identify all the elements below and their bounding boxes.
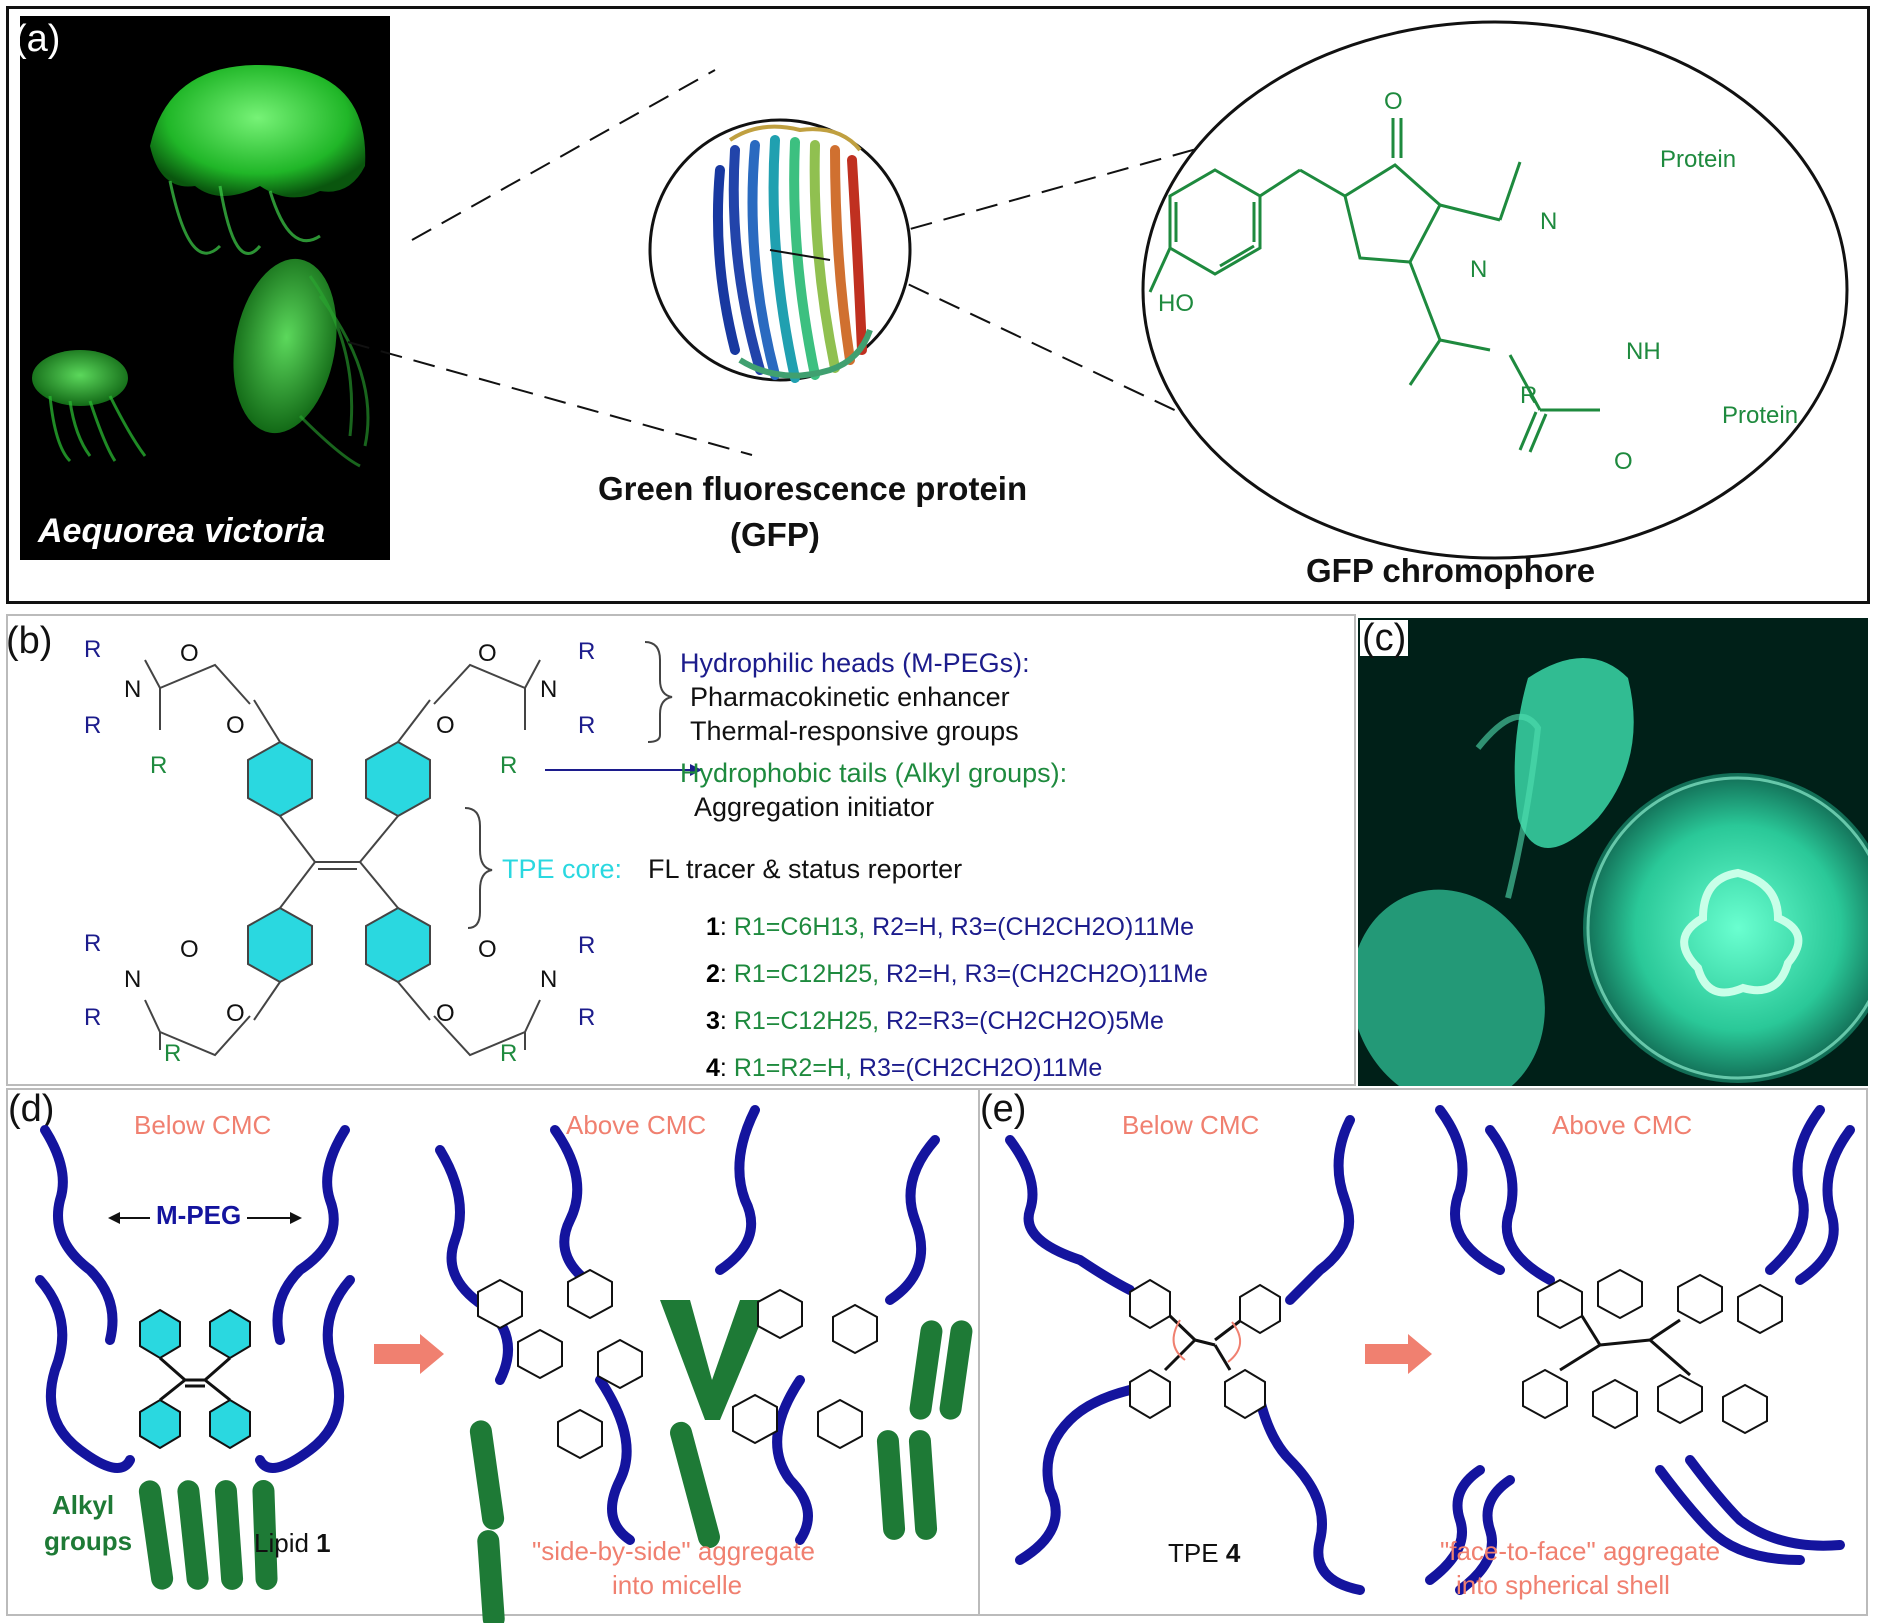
b-r2-br: R [578,932,596,959]
panel-c-photo [1358,618,1868,1086]
compound-r1: R1=C12H25, [733,1007,880,1035]
d-below-cmc: Below CMC [134,1110,272,1140]
d-arrow [374,1334,444,1374]
tails-title: Hydrophobic tails (Alkyl groups): [680,758,1068,788]
panel-a-label: (a) [14,18,61,60]
b-o2-br: O [436,1000,455,1027]
tpe-label: TPE 4 [1168,1538,1240,1569]
lipid-text: Lipid [254,1528,309,1558]
lipid-number: 1 [316,1528,331,1558]
tails-line-1: Aggregation initiator [694,792,935,822]
heads-line-2: Thermal-responsive groups [690,716,1019,746]
protein-label-2: Protein [1722,402,1799,429]
core-title: TPE core: [502,854,623,884]
atom-n-ring: N [1540,208,1558,235]
gfp-barrel-icon [712,124,873,383]
b-o2-bl: O [226,1000,245,1027]
b-o-tl: O [180,640,199,667]
compound-r3: R3=(CH2CH2O)11Me [858,1054,1103,1082]
jellyfish-photo-c [1358,658,1868,1086]
b-r2-tr: R [578,638,596,665]
species-label: Aequorea victoria [38,512,326,550]
tpe-lipid-structure [144,641,702,1057]
b-r3-br: R [578,1004,596,1031]
b-r1-br: R [500,1040,518,1067]
compound-r1: R1=C12H25, [733,960,880,988]
panel-c-label: (c) [1360,617,1409,659]
panel-e [978,1088,1868,1616]
b-r3-tl: R [84,712,102,739]
compound-r2: R2=H, [886,960,958,988]
compound-r1: R1=C6H13, [733,913,866,941]
compound-row: 4: R1=R2=H, R3=(CH2CH2O)11Me [706,1054,1103,1082]
b-o-tr: O [478,640,497,667]
lipid-label: Lipid 1 [254,1528,331,1559]
panel-d-label: (d) [8,1088,55,1130]
compound-row: 2: R1=C12H25, R2=H, R3=(CH2CH2O)11Me [706,960,1208,988]
atom-ho: HO [1158,290,1194,317]
compound-row: 3: R1=C12H25, R2=R3=(CH2CH2O)5Me [706,1007,1164,1035]
atom-r: R [1520,382,1538,409]
b-r1-tl: R [150,752,168,779]
compound-number: 2 [706,960,720,988]
protein-label-1: Protein [1660,146,1737,173]
e-aggregate-line-2: into spherical shell [1456,1570,1670,1600]
gfp-title-2: (GFP) [730,516,820,553]
alkyl-label-2: groups [44,1526,133,1556]
d-aggregate-line-2: into micelle [612,1570,743,1600]
e-aggregate-line-1: "face-to-face" aggregate [1440,1536,1721,1566]
compound-r1: R1=R2=H, [733,1054,852,1082]
d-aggregate-line-1: "side-by-side" aggregate [532,1536,815,1566]
e-above-cmc: Above CMC [1552,1110,1693,1140]
tpe-number: 4 [1225,1538,1241,1568]
b-r2-bl: R [84,930,102,957]
gfp-title-1: Green fluorescence protein [598,470,1028,507]
atom-n-imine: N [1470,256,1488,283]
b-o2-tl: O [226,712,245,739]
core-desc: FL tracer & status reporter [648,854,963,884]
b-o2-tr: O [436,712,455,739]
alkyl-label-1: Alkyl [52,1490,115,1520]
compound-r3: R3=(CH2CH2O)11Me [964,960,1208,988]
b-o-br: O [478,936,497,963]
compound-r3: R3=(CH2CH2O)11Me [950,913,1194,941]
panel-a [6,6,1870,604]
chromophore-title: GFP chromophore [1306,552,1596,589]
d-above-cmc: Above CMC [566,1110,707,1140]
panel-b [6,614,1356,1086]
b-r3-tr: R [578,712,596,739]
b-o-bl: O [180,936,199,963]
b-n-tl: N [124,676,142,703]
panel-b-label: (b) [6,620,53,662]
e-arrow [1365,1334,1432,1374]
b-r3-bl: R [84,1004,102,1031]
b-r1-tr: R [500,752,518,779]
b-n-tr: N [540,676,558,703]
atom-o-top: O [1384,88,1403,115]
heads-title: Hydrophilic heads (M-PEGs): [680,648,1030,678]
b-r2-tl: R [84,636,102,663]
panel-e-label: (e) [980,1088,1027,1130]
e-below-cmc: Below CMC [1122,1110,1260,1140]
b-n-br: N [540,966,558,993]
compound-number: 4 [706,1054,720,1082]
compound-list: 1: R1=C6H13, R2=H, R3=(CH2CH2O)11Me 2: R… [706,904,1208,1092]
compound-r2: R2=R3=(CH2CH2O)5Me [886,1007,1164,1035]
compound-r2: R2=H, [872,913,944,941]
chromophore-structure [1148,118,1600,453]
compound-number: 3 [706,1007,720,1035]
compound-number: 1 [706,913,720,941]
b-r1-bl: R [164,1040,182,1067]
b-n-bl: N [124,966,142,993]
atom-o-bottom: O [1614,448,1633,475]
atom-nh: NH [1626,338,1661,365]
mpeg-label: M-PEG [150,1200,248,1231]
heads-line-1: Pharmacokinetic enhancer [690,682,1010,712]
jellyfish-photo [20,16,390,560]
compound-row: 1: R1=C6H13, R2=H, R3=(CH2CH2O)11Me [706,913,1194,941]
tpe-text: TPE [1168,1538,1219,1568]
